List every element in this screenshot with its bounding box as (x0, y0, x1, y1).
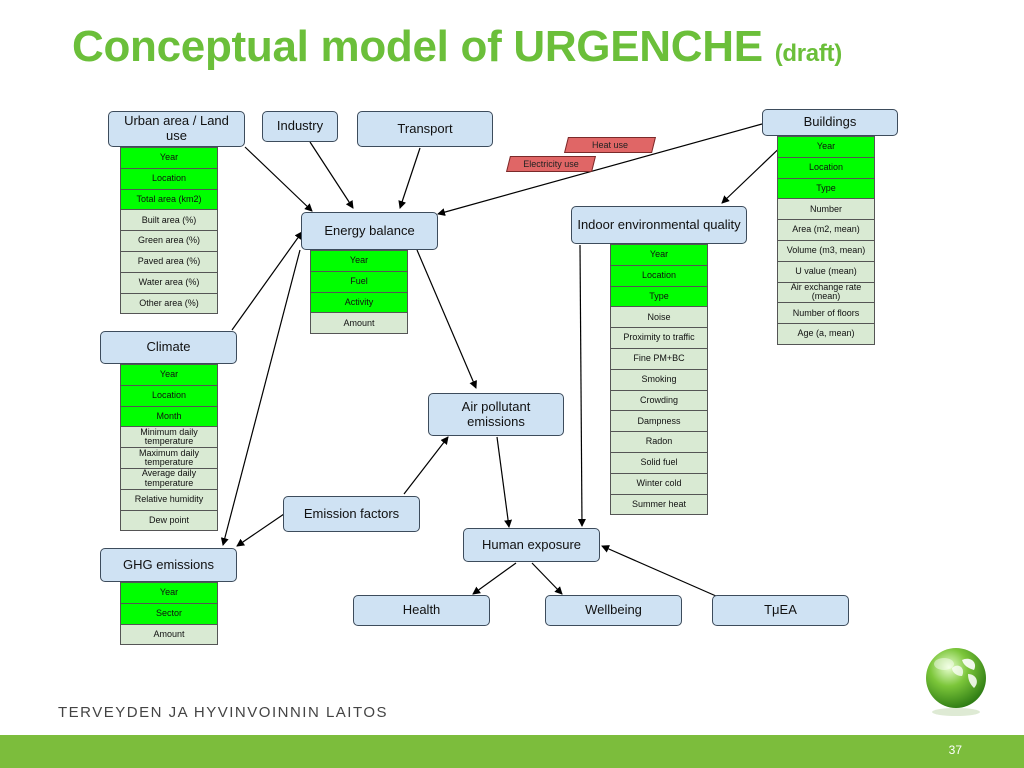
node-human-exposure: Human exposure (463, 528, 600, 562)
attribute-cell: Location (777, 156, 875, 179)
attribute-cell: Other area (%) (120, 292, 218, 315)
node-energy-balance: Energy balance (301, 212, 438, 250)
attribute-cell: Green area (%) (120, 230, 218, 252)
arrow-emission-air (403, 436, 449, 495)
attribute-cell: Maximum daily temperature (120, 447, 218, 469)
attribute-cell: Amount (310, 312, 408, 335)
attribute-cell: Summer heat (610, 493, 708, 516)
node-health: Health (353, 595, 490, 626)
node-air-pollutant: Air pollutant emissions (428, 393, 564, 436)
green-sphere-logo-icon (926, 648, 986, 716)
attribute-cell: Year (120, 582, 218, 604)
node-tmea: TμEA (712, 595, 849, 626)
attribute-cell: Radon (610, 431, 708, 453)
attribute-cell: Year (310, 250, 408, 272)
attribute-cell: Fine PM+BC (610, 347, 708, 370)
attribute-cell: Amount (120, 623, 218, 646)
attribute-cell: Sector (120, 602, 218, 625)
attribute-cell: Year (120, 147, 218, 169)
attribute-cell: Location (120, 167, 218, 190)
attribute-cell: Air exchange rate (mean) (777, 281, 875, 304)
attribute-cell: Water area (%) (120, 271, 218, 294)
attribute-cell: Number of floors (777, 302, 875, 325)
attribute-cell: Year (777, 136, 875, 158)
attribute-cell: Noise (610, 306, 708, 329)
attribute-cell: Total area (km2) (120, 188, 218, 211)
arrow-transport-energy (398, 147, 421, 209)
arrow-indoor-exposure (577, 244, 586, 527)
node-buildings: Buildings (762, 109, 898, 136)
node-climate: Climate (100, 331, 237, 364)
page-number: 37 (948, 743, 962, 757)
attribute-cell: Age (a, mean) (777, 323, 875, 345)
attribute-cell: Location (610, 264, 708, 287)
arrow-industry-energy (309, 141, 354, 209)
attribute-cell: Dew point (120, 509, 218, 532)
attribute-cell: Type (777, 177, 875, 200)
attribute-cell: Volume (m3, mean) (777, 239, 875, 262)
attribute-cell: Average daily temperature (120, 467, 218, 490)
node-urban-area: Urban area / Land use (108, 111, 245, 147)
node-emission-factors: Emission factors (283, 496, 420, 532)
title-main: Conceptual model of URGENCHE (72, 22, 763, 71)
arrow-climate-energy (231, 231, 303, 331)
heat-use-tag: Heat use (564, 137, 656, 153)
arrow-urban-energy (244, 146, 313, 212)
attribute-cell: Winter cold (610, 472, 708, 495)
node-industry: Industry (262, 111, 338, 142)
attribute-cell: Paved area (%) (120, 250, 218, 273)
attribute-cell: Location (120, 384, 218, 407)
electricity-use-tag: Electricity use (506, 156, 596, 172)
attribute-cell: Solid fuel (610, 451, 708, 474)
arrow-energy-ghg (220, 249, 301, 546)
node-ghg-emissions: GHG emissions (100, 548, 237, 582)
node-transport: Transport (357, 111, 493, 147)
attribute-cell: Crowding (610, 389, 708, 412)
title-draft: (draft) (774, 40, 843, 67)
footer-bar (0, 735, 1024, 768)
attribute-cell: Relative humidity (120, 488, 218, 511)
attribute-cell: U value (mean) (777, 260, 875, 283)
attribute-cell: Minimum daily temperature (120, 426, 218, 449)
attribute-cell: Smoking (610, 368, 708, 391)
attribute-cell: Type (610, 285, 708, 308)
arrow-tmea-exposure (601, 545, 717, 597)
arrow-exposure-wellbeing (531, 562, 563, 595)
attribute-cell: Activity (310, 291, 408, 314)
attribute-cell: Dampness (610, 410, 708, 433)
arrow-energy-air (416, 249, 477, 389)
arrow-emission-ghg (236, 513, 285, 547)
attribute-cell: Fuel (310, 270, 408, 293)
arrow-air-exposure (496, 436, 513, 528)
page-title: Conceptual model of URGENCHE (draft) (72, 22, 842, 72)
node-indoor-quality: Indoor environmental quality (571, 206, 747, 244)
attribute-cell: Year (120, 364, 218, 386)
arrow-buildings-energy (437, 123, 763, 216)
attribute-cell: Month (120, 405, 218, 428)
attribute-cell: Area (m2, mean) (777, 219, 875, 241)
attribute-cell: Proximity to traffic (610, 327, 708, 349)
arrow-exposure-health (472, 562, 517, 595)
attribute-cell: Built area (%) (120, 209, 218, 232)
node-wellbeing: Wellbeing (545, 595, 682, 626)
attribute-cell: Number (777, 198, 875, 221)
organization-name: TERVEYDEN JA HYVINVOINNIN LAITOS (58, 704, 389, 721)
attribute-cell: Year (610, 244, 708, 266)
